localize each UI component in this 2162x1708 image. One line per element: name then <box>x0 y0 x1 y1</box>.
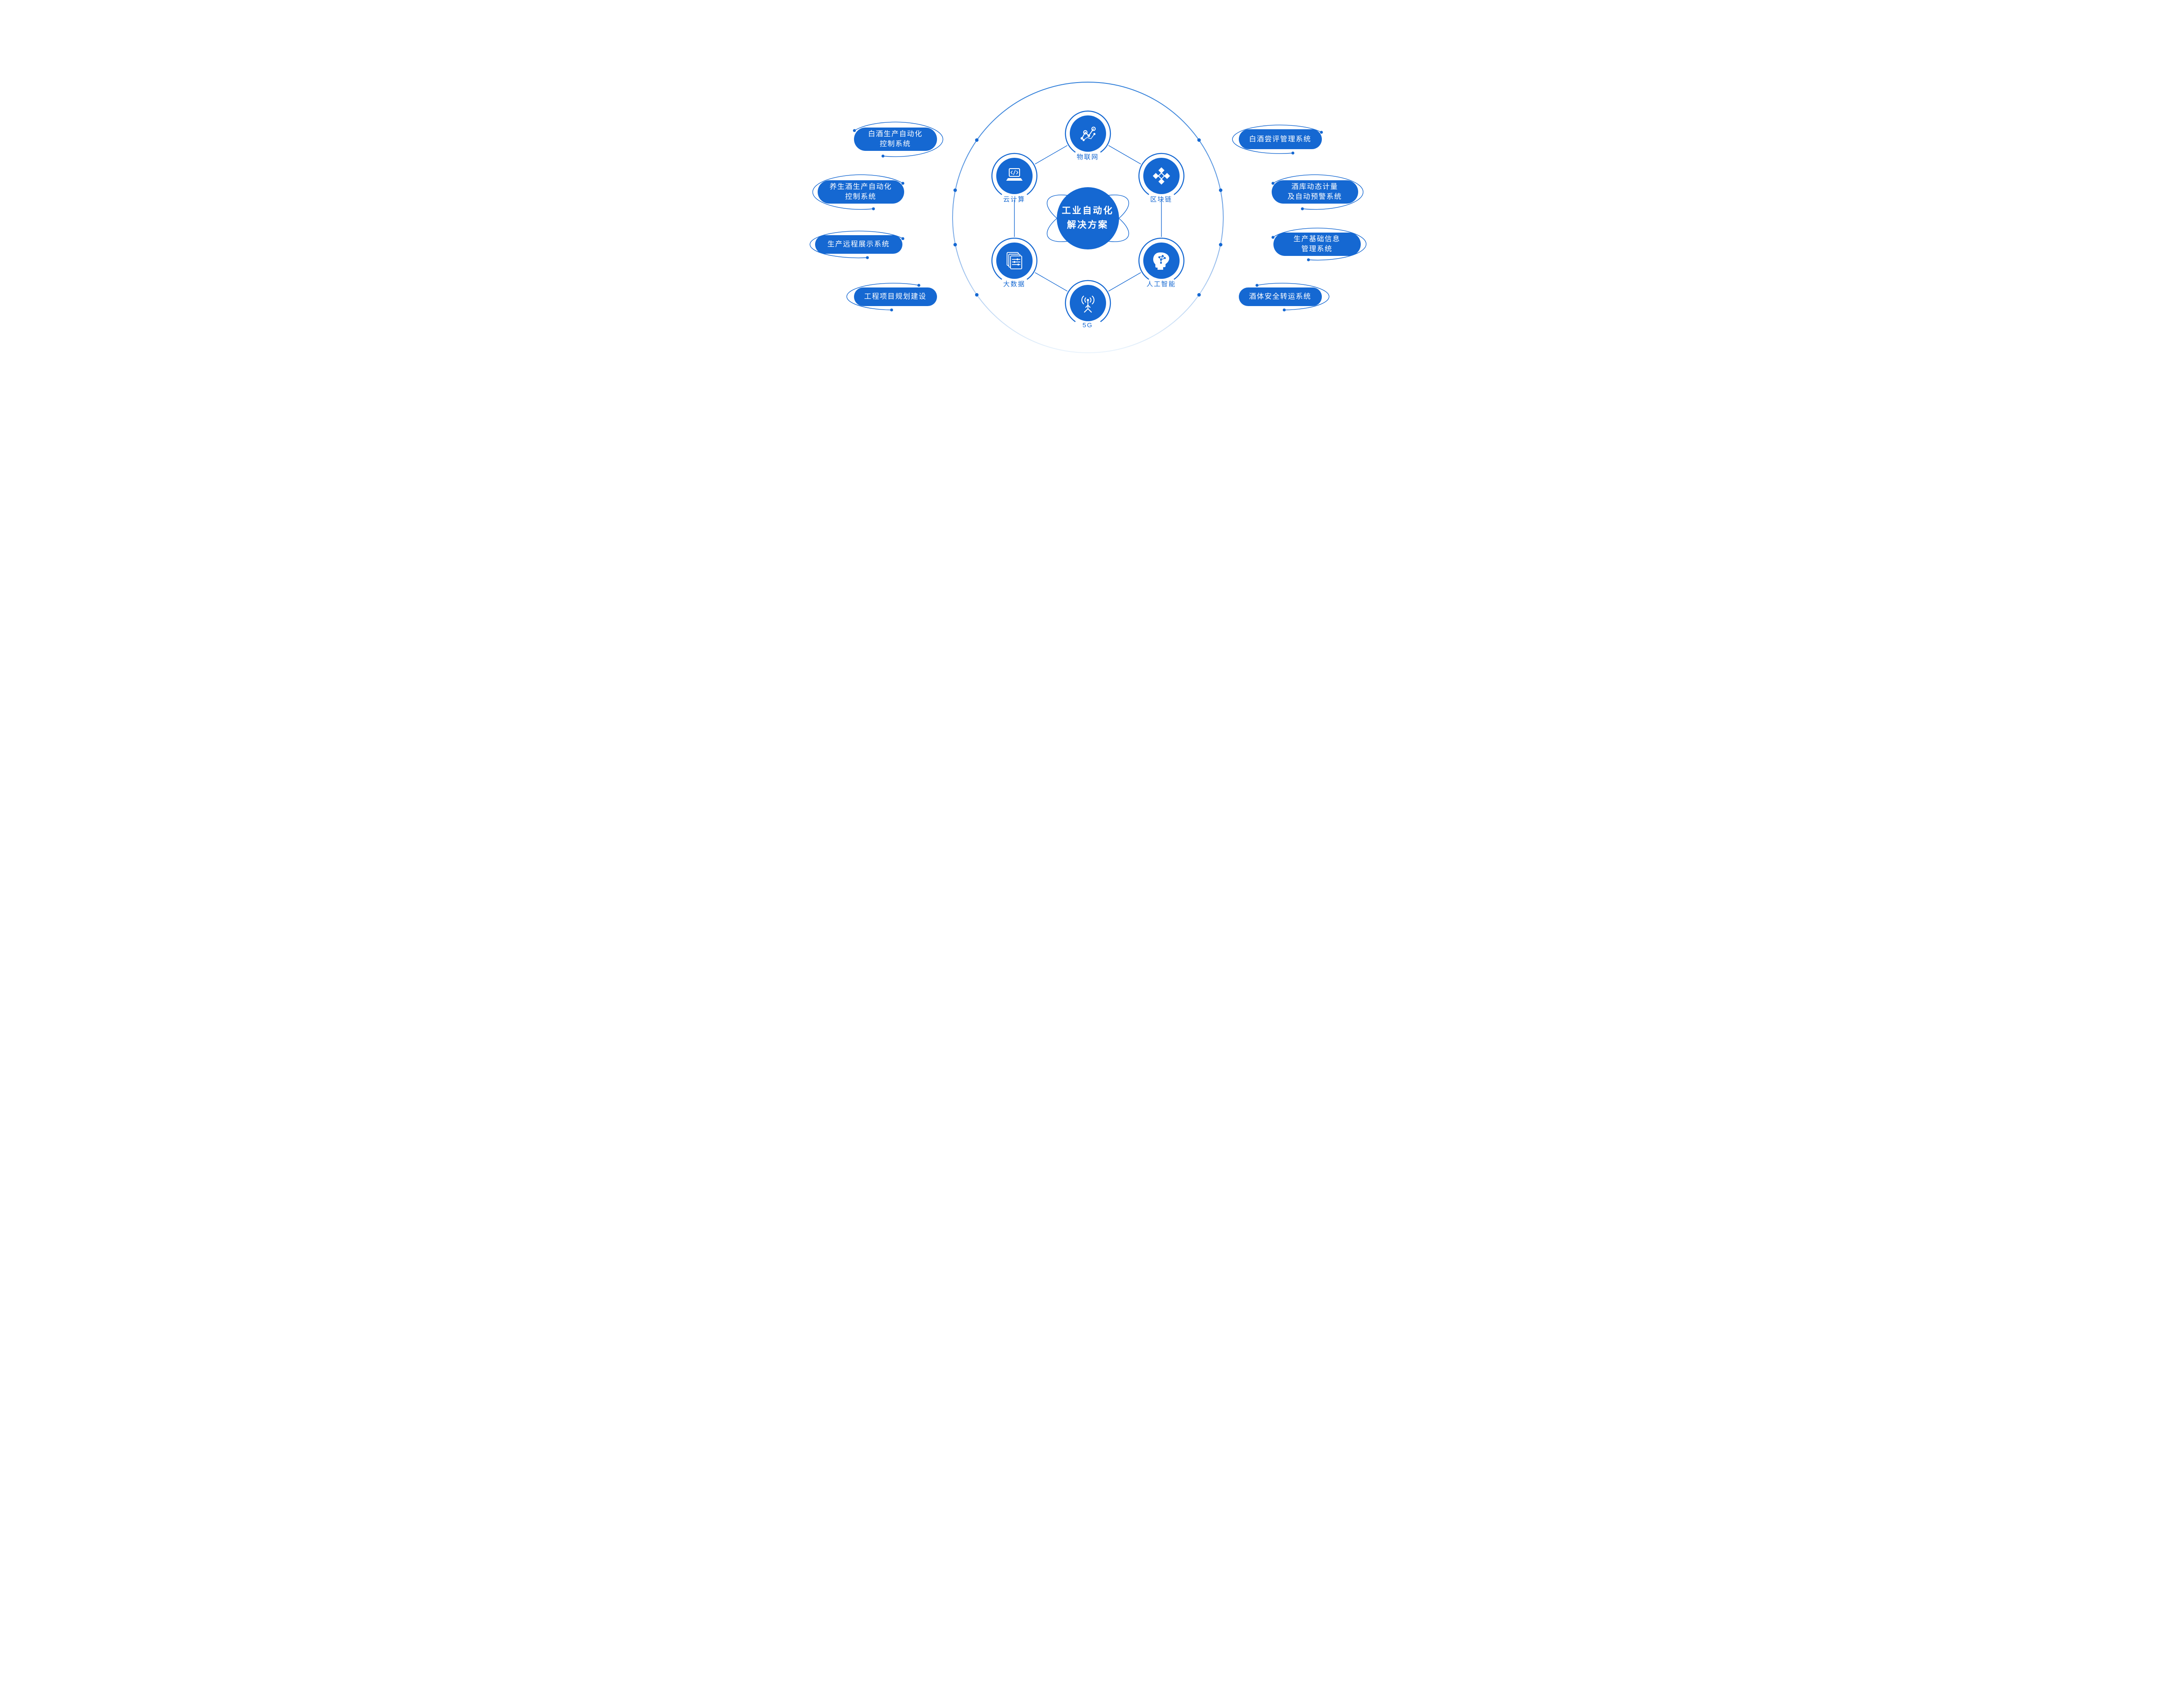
pill-label-line: 控制系统 <box>845 193 876 201</box>
node-5g <box>1069 285 1106 321</box>
pill-label-line: 养生酒生产自动化 <box>829 183 892 191</box>
pill-label-line: 白酒生产自动化 <box>868 130 923 138</box>
pill-label-line: 酒库动态计量 <box>1291 183 1338 191</box>
center-title-line2: 解决方案 <box>1067 220 1109 230</box>
diagram-canvas: 工业自动化 解决方案 物联网 区块链 <box>755 0 1407 427</box>
pill-project-planning: 工程项目规划建设 <box>854 287 937 306</box>
pill-tasting-management-system: 白酒尝评管理系统 <box>1238 129 1322 149</box>
node-blockchain <box>1143 158 1180 194</box>
pill-label-line: 控制系统 <box>880 140 911 148</box>
pill-label-line: 生产基础信息 <box>1293 235 1340 243</box>
bigdata-files-icon <box>1006 252 1022 269</box>
blockchain-blocks-icon <box>1152 167 1170 185</box>
pill-decoration-dots <box>853 129 1323 312</box>
pill-remote-display-system: 生产远程展示系统 <box>815 235 902 254</box>
pill-health-wine-production-control: 养生酒生产自动化 控制系统 <box>817 180 904 204</box>
node-ai <box>1143 243 1180 279</box>
node-iot <box>1069 115 1106 152</box>
pill-label-line: 生产远程展示系统 <box>827 240 890 249</box>
pill-label-line: 工程项目规划建设 <box>864 293 927 301</box>
node-cloud <box>996 158 1033 194</box>
pill-cellar-metering-warning-system: 酒库动态计量 及自动预警系统 <box>1271 180 1358 204</box>
pill-label-line: 管理系统 <box>1301 245 1333 253</box>
pill-safe-transfer-system: 酒体安全转运系统 <box>1238 287 1322 306</box>
pill-basic-info-management-system: 生产基础信息 管理系统 <box>1273 233 1361 256</box>
node-label-cloud: 云计算 <box>1003 196 1025 203</box>
node-bigdata <box>996 243 1033 279</box>
node-label-bigdata: 大数据 <box>1003 281 1025 288</box>
center-title-line1: 工业自动化 <box>1062 206 1114 216</box>
pill-label-line: 白酒尝评管理系统 <box>1249 135 1311 143</box>
node-label-5g: 5G <box>1082 322 1093 329</box>
outer-circle-dots <box>953 138 1222 297</box>
pill-decoration-arcs <box>809 121 1366 310</box>
antenna-5g-icon <box>1081 296 1094 313</box>
center-hub: 工业自动化 解决方案 <box>1056 187 1119 249</box>
node-label-ai: 人工智能 <box>1146 281 1176 288</box>
pill-label-line: 及自动预警系统 <box>1287 193 1342 201</box>
ai-head-icon <box>1153 252 1169 270</box>
pill-label-line: 酒体安全转运系统 <box>1249 293 1311 301</box>
node-label-blockchain: 区块链 <box>1150 196 1172 203</box>
iot-network-icon <box>1080 127 1096 141</box>
outer-circle <box>952 82 1224 353</box>
cloud-laptop-icon <box>1006 168 1023 181</box>
pill-baijiu-production-control: 白酒生产自动化 控制系统 <box>854 128 937 151</box>
node-label-iot: 物联网 <box>1076 153 1099 161</box>
